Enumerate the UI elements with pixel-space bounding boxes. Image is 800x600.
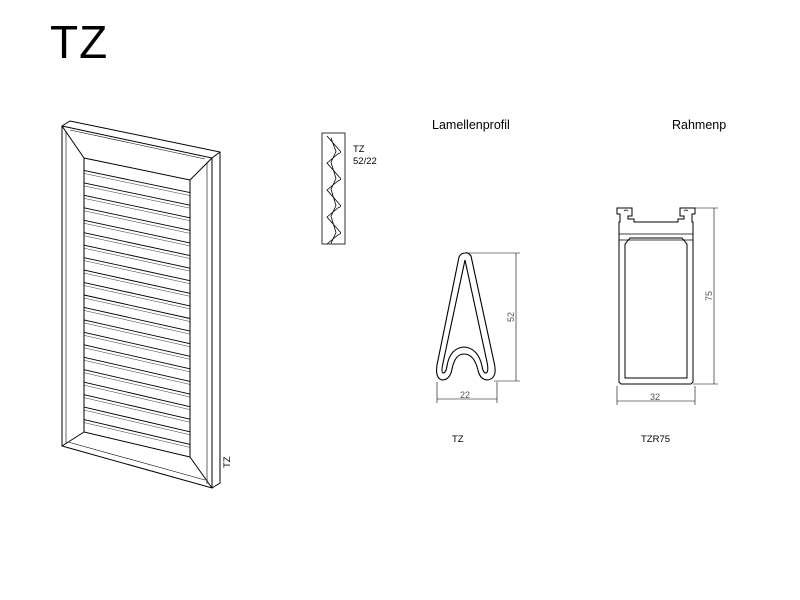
shutter-slat-shadow: [83, 422, 191, 448]
shutter-slat: [83, 419, 191, 445]
lamella-profile-outline: [436, 252, 496, 381]
frame-profile-name: TZR75: [641, 434, 671, 445]
mini-profile-box: [321, 132, 346, 245]
lamellenprofil-heading: Lamellenprofil: [432, 118, 510, 132]
shutter-slat-shadow: [83, 409, 191, 436]
shutter-slat-shadow: [83, 397, 191, 423]
mitre-top-right: [189, 157, 213, 181]
shutter-slat: [83, 244, 191, 269]
shutter-slat: [83, 381, 191, 408]
shutter-slat: [83, 282, 191, 307]
shutter-slat: [83, 406, 191, 433]
shutter-slat-shadow: [83, 198, 191, 221]
frame-profile-drawing: [616, 207, 718, 405]
shutter-slat: [83, 182, 191, 206]
shutter-slat-shadow: [83, 235, 191, 259]
shutter-slat-shadow: [83, 322, 191, 347]
mini-profile-name: TZ: [353, 144, 365, 155]
shutter-slat: [83, 207, 191, 231]
shutter-slat-shadow: [83, 185, 191, 209]
lamella-width-label: 22: [460, 390, 470, 400]
lamella-dimensions: [436, 252, 520, 403]
shutter-inner-opening: [83, 157, 191, 458]
shutter-side-label: TZ: [222, 456, 233, 468]
shutter-slat: [83, 194, 191, 219]
shutter-slat: [83, 232, 191, 256]
frame-height-label: 75: [704, 291, 714, 301]
mini-profile-size: 52/22: [353, 156, 377, 167]
shutter-slat: [83, 319, 191, 345]
shutter-slat-shadow: [83, 335, 191, 360]
mini-profile-zigzag: [326, 135, 342, 245]
shutter-slat: [83, 369, 191, 395]
lamella-profile-name: TZ: [452, 434, 464, 445]
shutter-slat: [83, 269, 191, 294]
shutter-slat: [83, 394, 191, 420]
shutter-slat: [83, 307, 191, 332]
shutter-slat-shadow: [83, 360, 191, 385]
shutter-slat-shadow: [83, 173, 191, 196]
rahmenprofil-heading: Rahmenprofil: [672, 118, 726, 132]
shutter-slat-shadow: [83, 285, 191, 310]
mini-tz-profile: [321, 132, 346, 245]
lamella-profile-drawing: [436, 252, 520, 403]
shutter-slat: [83, 331, 191, 357]
frame-profile-inner: [624, 237, 688, 379]
shutter-slat-shadow: [83, 310, 191, 335]
lamella-height-label: 52: [506, 312, 516, 322]
shutter-slat: [83, 170, 191, 194]
shutter-slat: [83, 294, 191, 319]
shutter-slat: [83, 219, 191, 244]
lamella-profile-inner: [441, 259, 489, 374]
shutter-slat-shadow: [83, 297, 191, 322]
mitre-bottom-right: [189, 456, 213, 489]
mitre-top-left: [61, 125, 85, 159]
shutter-slat-shadow: [83, 247, 191, 272]
shutter-slats: [83, 170, 191, 448]
frame-width-label: 32: [650, 392, 660, 402]
shutter-slat-shadow: [83, 260, 191, 284]
shutter-slat-shadow: [83, 272, 191, 297]
mitre-bottom-left: [61, 431, 85, 447]
shutter-slat: [83, 356, 191, 382]
shutter-slat: [83, 257, 191, 282]
shutter-slat-shadow: [83, 223, 191, 247]
page-title: TZ: [50, 16, 109, 68]
shutter-slat-shadow: [83, 347, 191, 373]
shutter-slat-shadow: [83, 372, 191, 398]
shutter-slat: [83, 344, 191, 370]
shutter-slat-shadow: [83, 384, 191, 410]
shutter-slat-shadow: [83, 210, 191, 234]
frame-dimensions: [616, 207, 718, 405]
